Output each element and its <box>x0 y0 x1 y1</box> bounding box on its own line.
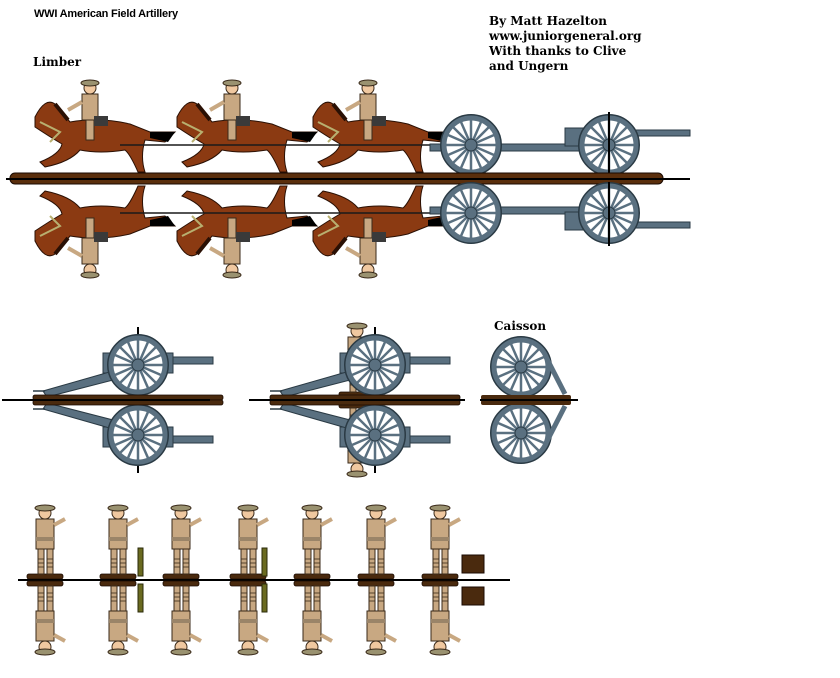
credit-author: By Matt Hazelton <box>489 14 608 28</box>
credits-block: By Matt Hazelton www.juniorgeneral.org W… <box>489 14 642 74</box>
crewman-1 <box>25 503 67 581</box>
limber-team <box>6 78 691 280</box>
field-telephone-box <box>461 554 485 574</box>
caisson <box>481 337 571 463</box>
limber-horse-2 <box>175 78 319 174</box>
limber-team-mirror <box>33 182 691 280</box>
limber-label: Limber <box>33 55 82 69</box>
crewman-7 <box>420 503 462 581</box>
crewman-3 <box>161 503 203 581</box>
crew-row-mirror <box>25 579 485 657</box>
caisson-label: Caisson <box>494 319 547 333</box>
sheet-title: WWI American Field Artillery <box>34 8 178 20</box>
credit-website: www.juniorgeneral.org <box>489 29 642 43</box>
crewman-6 <box>356 503 398 581</box>
crew-row <box>18 503 510 657</box>
crewman-5 <box>292 503 334 581</box>
crewman-2 <box>98 503 140 581</box>
credit-thanks: With thanks to Clive <box>489 44 627 58</box>
limber-horse-3 <box>311 78 455 174</box>
shell <box>137 547 144 577</box>
credit-thanks-cont: and Ungern <box>489 59 569 73</box>
fuse-setter <box>261 547 268 577</box>
guns-row <box>2 321 578 479</box>
limber-wheel <box>441 115 501 175</box>
limber-horse-1 <box>33 78 177 174</box>
